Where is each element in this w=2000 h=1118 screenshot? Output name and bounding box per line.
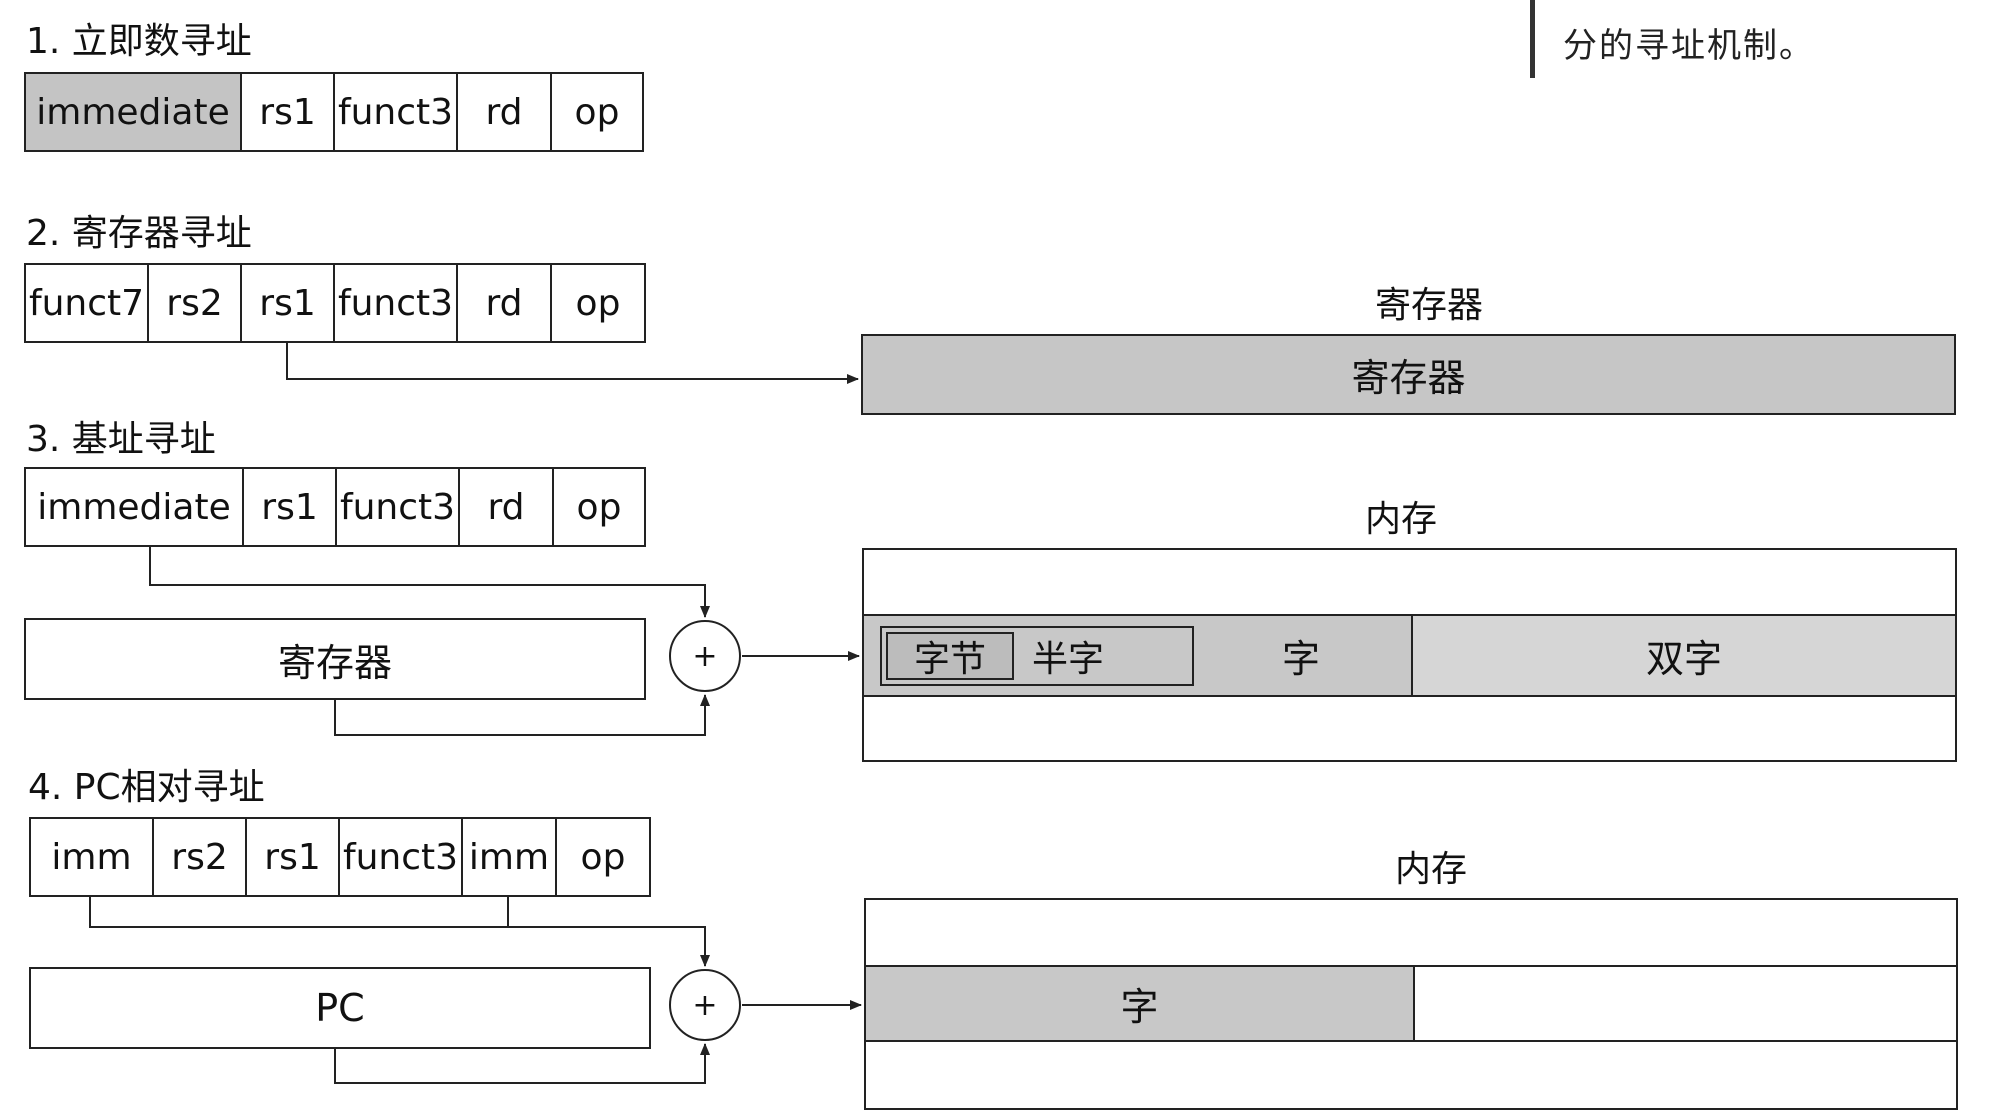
rs1-to-register-file-arrow	[286, 343, 859, 384]
imm-high-wire	[89, 897, 509, 928]
base-adder-circle: +	[669, 620, 741, 692]
base-memory-label: 内存	[1365, 499, 1438, 540]
register-file-label: 寄存器	[1375, 285, 1484, 326]
pc-relative-instruction-format: imm rs2 rs1 funct3 imm op	[29, 817, 651, 897]
field-op: op	[574, 91, 620, 133]
field-funct3: funct3	[335, 74, 458, 150]
field-op: op	[576, 486, 622, 528]
base-memory-box: 字 双字 半字 字节	[862, 548, 1957, 762]
field-rs1: rs1	[242, 265, 335, 341]
field-immediate: immediate	[26, 74, 242, 150]
sidebar-note-text: 分的寻址机制。	[1563, 26, 1815, 66]
pc-to-adder-arrow	[334, 1043, 710, 1084]
immediate-addressing-title: 1. 立即数寻址	[26, 21, 252, 62]
pc-relative-addressing-title: 4. PC相对寻址	[28, 767, 265, 808]
base-memory-data-row: 字 双字 半字 字节	[864, 614, 1955, 697]
field-rs2: rs2	[154, 819, 247, 895]
base-instruction-format: immediate rs1 funct3 rd op	[24, 467, 646, 547]
base-addressing-title: 3. 基址寻址	[26, 419, 216, 460]
immediate-to-adder-arrow	[149, 547, 710, 618]
halfword-label: 半字	[1032, 639, 1105, 680]
pc-register-box: PC	[29, 967, 651, 1049]
imm-to-adder-arrow	[508, 926, 710, 967]
doubleword-label: 双字	[1645, 637, 1722, 681]
register-file-box: 寄存器	[861, 334, 1956, 415]
field-immediate: immediate	[26, 469, 244, 545]
register-instruction-format: funct7 rs2 rs1 funct3 rd op	[24, 263, 646, 343]
base-register-box: 寄存器	[24, 618, 646, 700]
byte-label: 字节	[913, 639, 986, 680]
field-funct3: funct3	[340, 819, 463, 895]
field-rs1: rs1	[247, 819, 340, 895]
field-rd: rd	[458, 265, 552, 341]
register-to-adder-arrow	[334, 694, 710, 736]
field-op: op	[575, 282, 621, 324]
field-imm-high: imm	[31, 819, 154, 895]
field-rs1: rs1	[244, 469, 337, 545]
register-addressing-title: 2. 寄存器寻址	[26, 213, 252, 254]
immediate-instruction-format: immediate rs1 funct3 rd op	[24, 72, 644, 152]
word-label: 字	[1282, 637, 1321, 681]
field-rd: rd	[458, 74, 552, 150]
pc-word-label: 字	[1120, 985, 1159, 1029]
pc-memory-data-row: 字	[866, 965, 1956, 1042]
field-funct3: funct3	[337, 469, 460, 545]
byte-cell: 字节	[886, 632, 1014, 680]
field-rs2: rs2	[149, 265, 242, 341]
sidebar-note: 分的寻址机制。	[1530, 0, 1975, 78]
pc-word-cell: 字	[866, 967, 1415, 1040]
field-rs1: rs1	[242, 74, 335, 150]
field-funct7: funct7	[26, 265, 149, 341]
field-funct3: funct3	[335, 265, 458, 341]
pc-memory-box: 字	[864, 898, 1958, 1110]
pc-adder-circle: +	[669, 969, 741, 1041]
field-imm-low: imm	[463, 819, 557, 895]
field-op: op	[580, 836, 626, 878]
field-rd: rd	[460, 469, 554, 545]
pc-memory-label: 内存	[1395, 849, 1468, 890]
doubleword-cell: 双字	[1413, 616, 1955, 695]
